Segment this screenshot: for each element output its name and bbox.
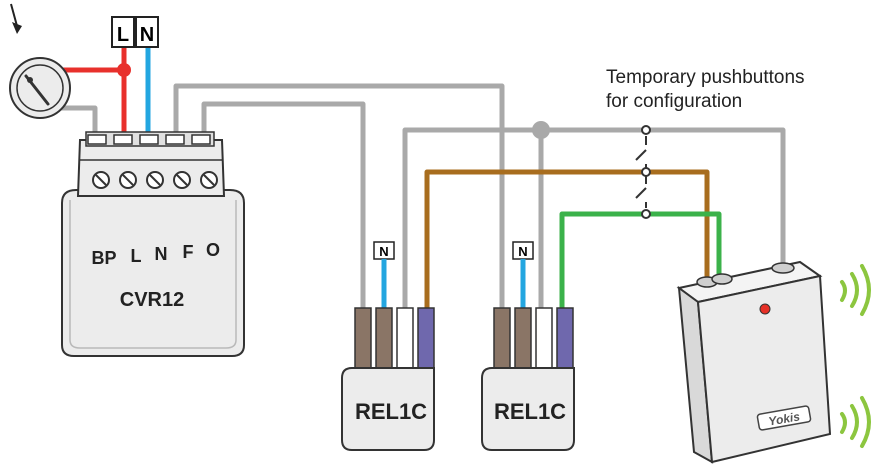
led-indicator: [759, 303, 771, 315]
cvr12-terminal-l: L: [131, 246, 142, 266]
phase-junction: [117, 63, 131, 77]
arrow-icon: [10, 3, 22, 34]
pushbutton-caption: Temporary pushbuttons for configuration: [606, 66, 805, 114]
relay-2-name: REL1C: [494, 399, 566, 424]
relay-1-name: REL1C: [355, 399, 427, 424]
phase-label: L: [117, 24, 129, 46]
transmitter-brand: Yokis: [767, 409, 801, 428]
pushbutton-symbols: [635, 125, 651, 219]
transmitter-module: Yokis: [676, 260, 832, 464]
neutral-label: N: [140, 24, 154, 46]
switch-icon: [9, 57, 71, 119]
phase-label-box: [111, 16, 135, 48]
junction-dot: [532, 121, 550, 139]
wire-green: [559, 211, 722, 310]
wire-f-relay1: [173, 83, 505, 313]
cvr12-name: CVR12: [120, 289, 184, 311]
wire-grey-bus: [402, 127, 786, 313]
cvr12-module: BP L N F O CVR12: [61, 131, 245, 357]
wire-switch-bp: [54, 105, 98, 143]
wire-o-relay2: [201, 101, 366, 313]
cvr12-terminal-o: O: [206, 240, 220, 260]
cvr12-terminal-n: N: [155, 244, 168, 264]
relay-1-neutral-tag: N: [379, 244, 388, 259]
wireless-signal-icon: [840, 396, 871, 448]
cvr12-terminal-bp: BP: [91, 248, 116, 268]
relay-2-neutral-tag: N: [518, 244, 527, 259]
terminal-screws: [92, 171, 218, 189]
grey-wires: [54, 83, 786, 313]
wire-brown: [424, 169, 710, 310]
caption-line-2: for configuration: [606, 91, 743, 112]
cvr12-terminal-f: F: [183, 242, 194, 262]
neutral-label-box: [135, 16, 159, 48]
wireless-signal-icon: [840, 264, 871, 316]
relay-2: N REL1C: [481, 241, 575, 451]
caption-line-1: Temporary pushbuttons: [606, 67, 805, 88]
relay-1: N REL1C: [341, 241, 435, 451]
